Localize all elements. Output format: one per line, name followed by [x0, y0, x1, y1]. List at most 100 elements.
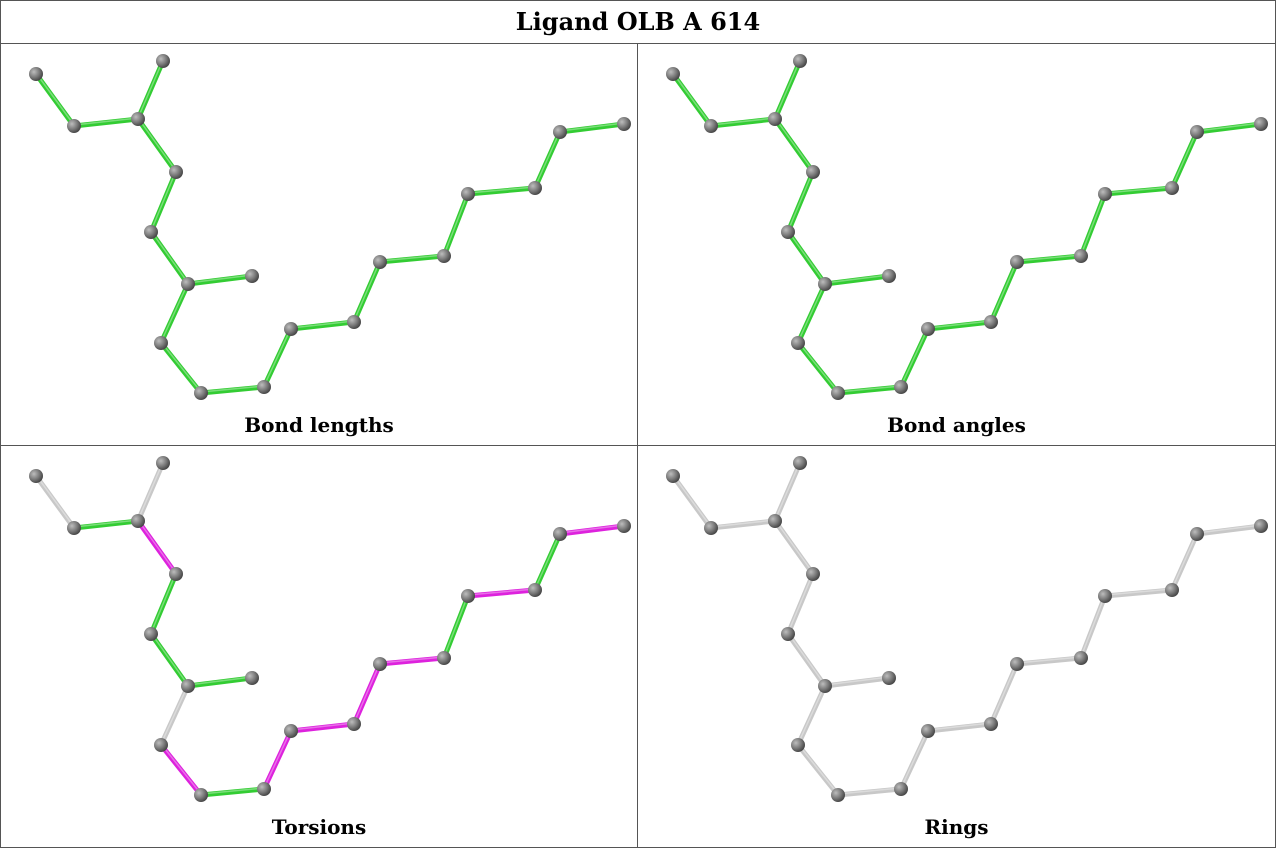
bond-highlight-13 — [379, 254, 445, 262]
bond-highlight-12 — [353, 662, 381, 724]
atom-3 — [793, 456, 807, 470]
bond-highlight-8 — [797, 341, 839, 393]
bond-17 — [557, 121, 627, 135]
atom-16 — [1165, 181, 1179, 195]
bond-highlight-17 — [1196, 122, 1262, 132]
bond-16 — [1169, 531, 1200, 593]
bond-highlight-13 — [1016, 254, 1082, 262]
bond-16 — [532, 129, 563, 191]
bond-highlight-7 — [797, 282, 826, 343]
bond-highlight-1 — [73, 519, 139, 528]
bond-11 — [288, 319, 357, 332]
bond-9 — [198, 786, 267, 798]
atom-4 — [806, 567, 820, 581]
bond-0 — [670, 71, 714, 129]
atom-9 — [831, 386, 845, 400]
bond-highlight-8 — [160, 743, 202, 795]
bond-10 — [898, 728, 931, 792]
atom-5 — [144, 627, 158, 641]
atom-11 — [284, 322, 298, 336]
atom-16 — [528, 583, 542, 597]
bond-highlight-2 — [774, 59, 801, 119]
bond-highlight-14 — [1080, 594, 1106, 658]
bond-14 — [1078, 593, 1108, 661]
bond-0 — [33, 473, 77, 531]
atom-13 — [373, 255, 387, 269]
atom-2 — [768, 514, 782, 528]
bond-4 — [148, 571, 179, 637]
atom-2 — [768, 112, 782, 126]
atom-3 — [793, 54, 807, 68]
atom-10 — [257, 380, 271, 394]
atom-1 — [704, 119, 718, 133]
bond-4 — [785, 571, 816, 637]
atom-10 — [894, 782, 908, 796]
bond-highlight-14 — [443, 594, 469, 658]
bond-12 — [988, 259, 1020, 325]
bond-highlight-11 — [927, 320, 992, 329]
bond-highlight-2 — [137, 59, 164, 119]
atom-8 — [791, 738, 805, 752]
atom-14 — [437, 651, 451, 665]
atom-5 — [781, 627, 795, 641]
atom-13 — [373, 657, 387, 671]
bond-highlight-3 — [137, 519, 177, 574]
bond-highlight-6 — [187, 274, 253, 284]
atom-17 — [553, 527, 567, 541]
atom-15 — [1098, 589, 1112, 603]
bond-highlight-5 — [787, 230, 826, 284]
bond-highlight-5 — [787, 632, 826, 686]
bond-highlight-8 — [160, 341, 202, 393]
atom-6 — [181, 277, 195, 291]
bond-15 — [1102, 587, 1175, 599]
bond-highlight-0 — [35, 72, 75, 126]
bond-highlight-15 — [1104, 588, 1173, 596]
bond-8 — [795, 742, 841, 798]
molecule-diagram-rings — [666, 456, 1268, 802]
bond-highlight-7 — [160, 282, 189, 343]
bond-highlight-1 — [710, 117, 776, 126]
atom-11 — [921, 322, 935, 336]
atom-6 — [818, 679, 832, 693]
atom-17 — [553, 125, 567, 139]
bond-2 — [772, 58, 803, 122]
bond-13 — [377, 655, 447, 667]
atom-10 — [257, 782, 271, 796]
atom-8 — [154, 336, 168, 350]
bond-16 — [532, 531, 563, 593]
bond-8 — [158, 340, 204, 396]
bond-highlight-15 — [467, 588, 536, 596]
bond-5 — [148, 229, 191, 287]
atom-15 — [461, 187, 475, 201]
panel-torsions: Torsions — [1, 446, 638, 847]
bond-highlight-17 — [559, 524, 625, 534]
bond-highlight-15 — [1104, 186, 1173, 194]
bond-15 — [465, 587, 538, 599]
panel-bond-lengths: Bond lengths — [1, 44, 638, 446]
atom-12 — [984, 717, 998, 731]
bond-highlight-2 — [774, 461, 801, 521]
atom-14 — [1074, 651, 1088, 665]
bond-17 — [1194, 121, 1264, 135]
atom-7 — [882, 269, 896, 283]
bond-highlight-0 — [672, 474, 712, 528]
bond-highlight-16 — [1171, 532, 1198, 590]
figure-title: Ligand OLB A 614 — [1, 1, 1275, 44]
bond-14 — [1078, 191, 1108, 259]
bond-highlight-16 — [534, 130, 561, 188]
bond-highlight-10 — [900, 327, 929, 387]
bond-highlight-6 — [187, 676, 253, 686]
atom-0 — [29, 469, 43, 483]
molecule-diagram-bond-lengths — [29, 54, 631, 400]
bond-highlight-4 — [787, 572, 814, 634]
atom-14 — [437, 249, 451, 263]
bond-5 — [785, 229, 828, 287]
atom-16 — [1165, 583, 1179, 597]
atom-11 — [921, 724, 935, 738]
atom-17 — [1190, 125, 1204, 139]
bond-highlight-1 — [73, 117, 139, 126]
atom-1 — [67, 521, 81, 535]
atom-1 — [704, 521, 718, 535]
atom-2 — [131, 112, 145, 126]
